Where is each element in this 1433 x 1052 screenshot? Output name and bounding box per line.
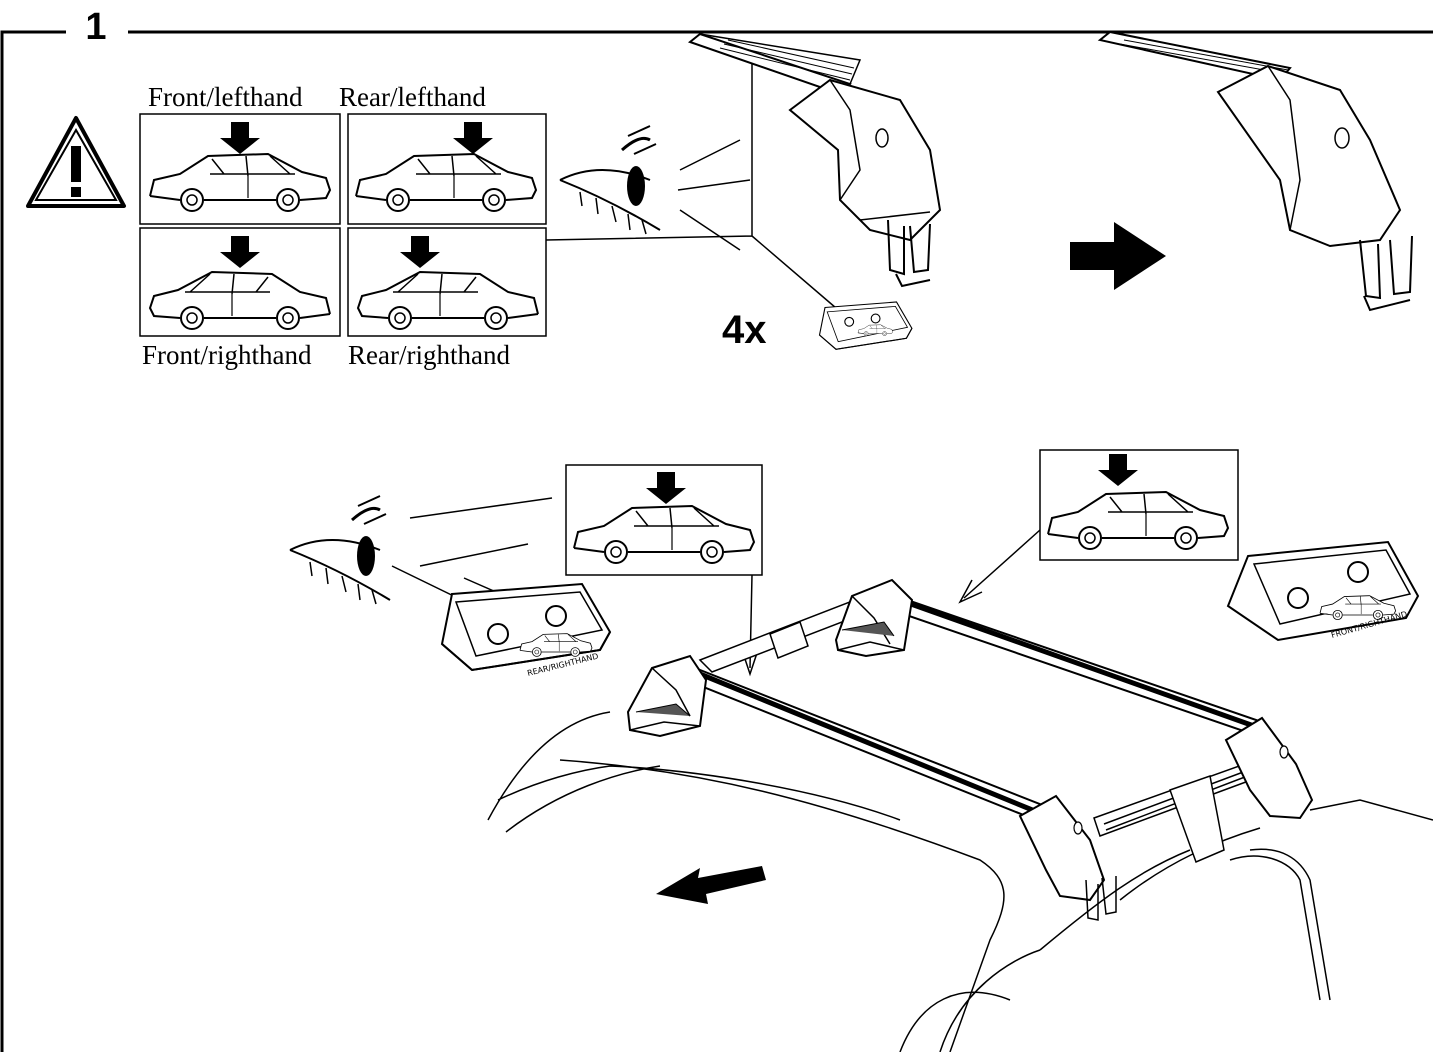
- step-frame: [0, 30, 1433, 1052]
- label-front-left: Front/lefthand: [148, 82, 303, 112]
- label-front-right: Front/righthand: [142, 340, 312, 370]
- roof-foot-rear-left: [834, 578, 914, 658]
- orientation-box-rear-right: [347, 227, 547, 337]
- roof-bar-front: [684, 664, 1062, 830]
- roof-foot-front-left: [626, 654, 708, 738]
- label-plate-small: [818, 301, 913, 350]
- eye-icon: [558, 124, 751, 251]
- step-number: 1: [74, 6, 118, 48]
- label-plate-front-right: FRONT/RIGHTHAND: [1226, 540, 1420, 642]
- foot-bracket-left: [687, 32, 942, 288]
- sight-lines-lower: [391, 497, 561, 641]
- label-plate-rear-right: REAR/RIGHTHAND: [441, 583, 611, 678]
- car-roof: [487, 711, 1433, 1052]
- orientation-box-front-left: [139, 113, 341, 225]
- callout-leader-right: [958, 529, 1041, 604]
- foot-bracket-right: [1097, 30, 1413, 312]
- callout-box-left: [565, 464, 763, 576]
- side-rail-right: [1093, 759, 1263, 864]
- orientation-box-front-right: [139, 227, 341, 337]
- roof-foot-front-right: [1018, 794, 1117, 921]
- callout-box-right: [1039, 449, 1239, 561]
- leader-line-top: [545, 60, 851, 321]
- eye-icon-lower: [288, 494, 392, 606]
- roof-foot-rear-right: [1224, 716, 1314, 820]
- label-rear-left: Rear/lefthand: [339, 82, 486, 112]
- quantity-label: 4x: [722, 308, 767, 352]
- label-rear-right: Rear/righthand: [348, 340, 510, 370]
- direction-arrow-icon: [656, 866, 766, 904]
- roof-bar-rear: [878, 590, 1264, 738]
- warning-icon: [26, 116, 126, 208]
- orientation-box-rear-left: [347, 113, 547, 225]
- arrow-right-icon: [1070, 222, 1166, 290]
